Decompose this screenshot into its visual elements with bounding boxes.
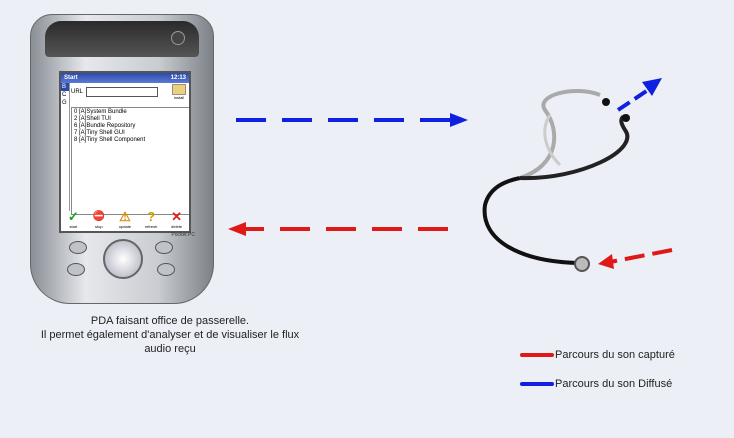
list-item[interactable]: 8 [A]Tiny Shell Component — [74, 137, 146, 143]
power-button[interactable] — [171, 31, 185, 45]
red-dashed-arrow — [228, 222, 448, 236]
stop-button[interactable]: ⛔ stop — [93, 209, 105, 231]
hardware-button[interactable] — [69, 241, 87, 254]
pda-device: Start 12:13 B C G URL install 0 [A]Syste… — [30, 14, 214, 304]
button-label: start — [69, 224, 78, 229]
start-button[interactable]: ✓start — [68, 209, 79, 231]
blue-output-arrow — [616, 78, 662, 112]
update-button[interactable]: ⚠update — [119, 209, 131, 231]
side-tab[interactable]: C — [62, 92, 67, 98]
legend-item-diffused: Parcours du son Diffusé — [520, 378, 672, 390]
caption-line: Il permet également d'analyser et de vis… — [40, 329, 300, 341]
button-label: update — [118, 224, 132, 229]
red-input-arrow — [598, 248, 673, 269]
list-item[interactable]: 2 [A]Shell TUI — [74, 116, 111, 122]
hardware-button[interactable] — [157, 263, 175, 276]
legend-label: Parcours du son Diffusé — [555, 378, 673, 390]
brand-label: Pocket PC — [171, 232, 195, 238]
side-tabs: B C G — [61, 83, 70, 211]
list-item[interactable]: 7 [A]Tiny Shell GUI — [74, 130, 125, 136]
pda-top-bezel — [45, 21, 199, 57]
legend-item-captured: Parcours du son capturé — [520, 349, 675, 361]
button-label: refresh — [144, 224, 158, 229]
side-tab[interactable]: G — [62, 100, 67, 106]
install-label: install — [173, 95, 185, 100]
url-input[interactable] — [86, 87, 159, 97]
taskbar: Start 12:13 — [61, 73, 189, 83]
side-tab[interactable]: B — [61, 83, 69, 91]
hardware-button[interactable] — [67, 263, 85, 276]
refresh-button[interactable]: ?refresh — [145, 209, 157, 231]
pda-screen: Start 12:13 B C G URL install 0 [A]Syste… — [59, 71, 191, 233]
bundle-list: 0 [A]System Bundle 2 [A]Shell TUI 6 [A]B… — [71, 107, 189, 215]
start-menu[interactable]: Start — [64, 75, 78, 81]
check-icon: ✓ — [67, 209, 79, 224]
question-icon: ? — [147, 209, 156, 224]
warning-icon: ⚠ — [119, 209, 131, 224]
delete-button[interactable]: ✕delete — [171, 209, 182, 231]
button-label: stop — [95, 224, 103, 229]
toolbar: ✓start ⛔ stop ⚠update ?refresh ✕delete — [61, 209, 189, 231]
url-label: URL — [71, 89, 84, 95]
hardware-button[interactable] — [155, 241, 173, 254]
caption-line: PDA faisant office de passerelle. — [90, 315, 250, 327]
folder-icon — [172, 84, 186, 95]
navigation-pad[interactable] — [103, 239, 143, 279]
blue-dashed-arrow — [236, 113, 468, 127]
x-icon: ✕ — [171, 209, 183, 224]
install-button[interactable]: install — [172, 84, 186, 100]
clock: 12:13 — [170, 75, 186, 81]
list-item[interactable]: 0 [A]System Bundle — [74, 109, 127, 115]
list-item[interactable]: 6 [A]Bundle Repository — [74, 123, 136, 129]
legend-swatch — [520, 382, 554, 386]
stop-icon: ⛔ — [92, 211, 106, 222]
caption-line: audio reçu — [144, 343, 196, 355]
legend-label: Parcours du son capturé — [555, 349, 675, 361]
legend-swatch — [520, 353, 554, 357]
stethoscope-icon — [482, 88, 630, 272]
pda-caption: PDA faisant office de passerelle. Il per… — [20, 314, 320, 356]
button-label: delete — [171, 224, 183, 229]
